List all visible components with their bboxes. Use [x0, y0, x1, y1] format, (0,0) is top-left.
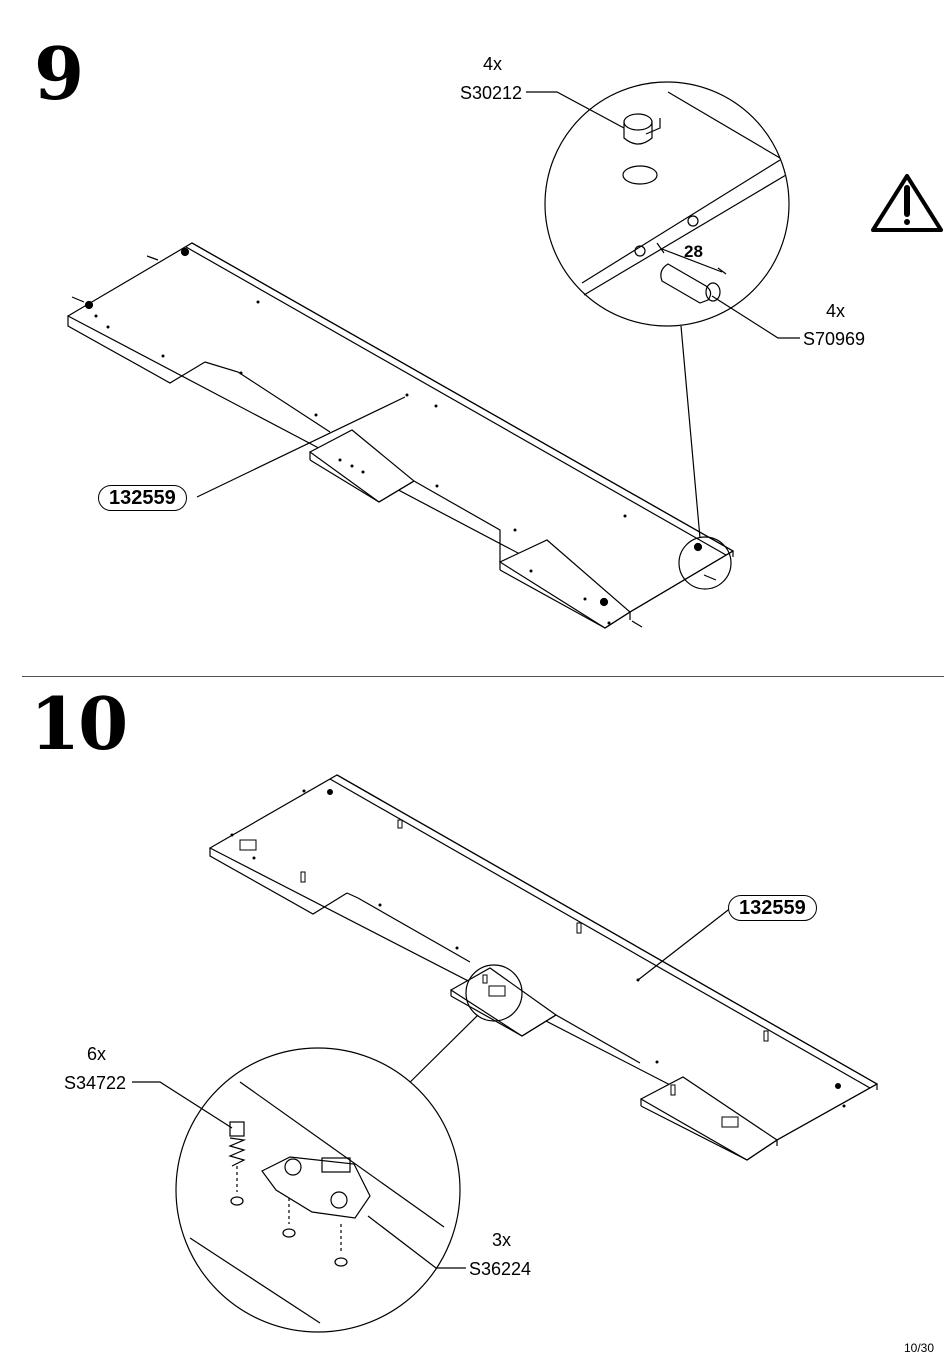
step-10-number: 10: [30, 681, 128, 766]
dimension-label: 28: [684, 242, 703, 261]
step10-detail-circle: [132, 1047, 466, 1333]
part-code-s70969: S70969: [803, 329, 866, 349]
part-code-s36224: S36224: [469, 1259, 532, 1279]
step10-panel-label: 132559: [728, 895, 817, 921]
part-qty-s34722: 6x: [87, 1044, 107, 1064]
part-qty-s30212: 4x: [483, 54, 503, 74]
step9-detail-circle: [526, 81, 800, 590]
page-number: 10/30: [903, 1341, 934, 1355]
step9-panel-drawing: [66, 242, 735, 629]
part-code-s30212: S30212: [460, 83, 523, 103]
step-9-number: 9: [34, 31, 85, 116]
step10-panel-drawing: [208, 774, 879, 1161]
warning-triangle-icon: [871, 174, 943, 232]
step9-panel-label: 132559: [98, 485, 187, 511]
part-qty-s36224: 3x: [492, 1230, 512, 1250]
step-divider: [22, 676, 944, 677]
part-qty-s70969: 4x: [826, 301, 846, 321]
part-code-s34722: S34722: [64, 1073, 127, 1093]
